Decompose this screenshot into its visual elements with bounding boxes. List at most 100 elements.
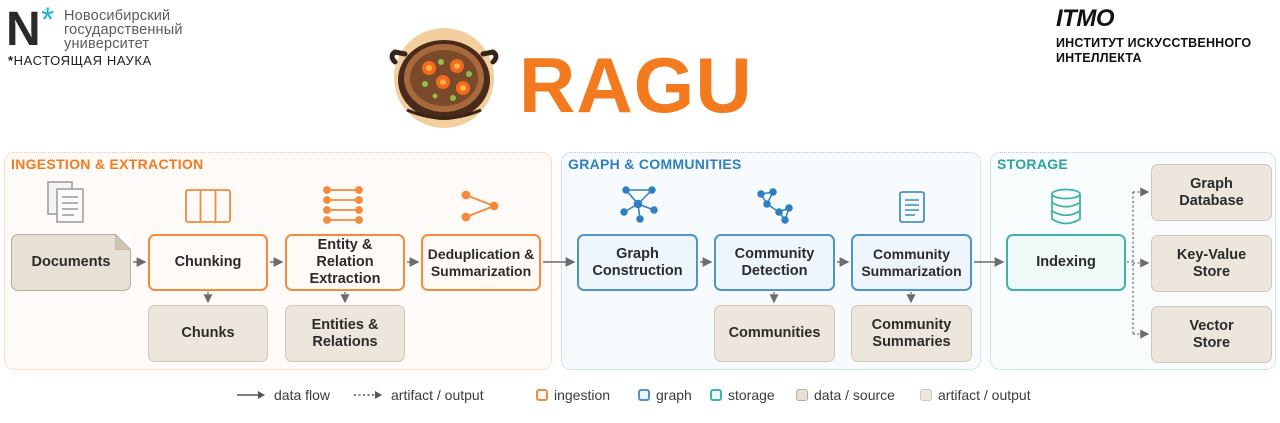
node-label-line: Construction xyxy=(592,262,683,279)
nsu-mark: N * xyxy=(6,1,64,56)
node-label: Community Summaries xyxy=(872,317,952,351)
node-label: Chunks xyxy=(181,325,235,341)
legend-artifact-line: artifact / output xyxy=(353,384,484,406)
nsu-name-line: государственный xyxy=(64,22,183,38)
nsu-name-line: университет xyxy=(64,36,150,52)
node-label-line: Entities & xyxy=(311,316,379,333)
itmo-subtitle: ИНСТИТУТ ИСКУССТВЕННОГО ИНТЕЛЛЕКТА xyxy=(1056,36,1276,66)
legend-label: graph xyxy=(656,387,692,403)
node-label: Indexing xyxy=(1036,254,1096,270)
itmo-wordmark: ITMO xyxy=(1056,5,1115,32)
legend-data-flow: data flow xyxy=(236,384,330,406)
solid-arrow-icon xyxy=(237,391,265,399)
legend-label: ingestion xyxy=(554,387,611,403)
node-label-line: Community xyxy=(734,245,815,262)
node-indexing: Indexing xyxy=(1006,234,1126,291)
node-label-line: Detection xyxy=(741,262,808,279)
documents-icon xyxy=(47,181,84,223)
nsu-slogan-star: * xyxy=(8,53,14,68)
node-label: Entity & Relation Extraction xyxy=(310,237,381,288)
node-chunks: Chunks xyxy=(148,305,268,362)
node-community-summarization: Community Summarization xyxy=(851,234,972,291)
graph-swatch-icon xyxy=(638,389,650,401)
node-label: Chunking xyxy=(174,254,242,270)
node-entities-relations: Entities & Relations xyxy=(285,305,405,362)
legend-label: data / source xyxy=(814,387,895,403)
nsu-name-line: Новосибирский xyxy=(64,8,171,24)
legend-graph: graph xyxy=(638,384,692,406)
region-title: GRAPH & COMMUNITIES xyxy=(568,156,742,172)
merge-icon xyxy=(461,190,499,222)
node-documents: Documents xyxy=(11,234,131,291)
network-icon xyxy=(620,186,658,223)
artifact-swatch-icon xyxy=(920,389,932,401)
source-swatch-icon xyxy=(796,389,808,401)
legend-label: artifact / output xyxy=(938,387,1031,403)
node-label-line: Summarization xyxy=(861,262,962,279)
nsu-name: Новосибирский государственный университе… xyxy=(64,8,183,52)
storage-swatch-icon xyxy=(710,389,722,401)
node-entity-relation-extraction: Entity & Relation Extraction xyxy=(285,234,405,291)
dashed-arrow-icon xyxy=(354,391,382,399)
node-label: Community Detection xyxy=(735,246,815,280)
node-label-line: Graph xyxy=(616,245,659,262)
node-label: Community Summarization xyxy=(861,246,961,280)
node-chunking: Chunking xyxy=(148,234,268,291)
node-label: Graph Database xyxy=(1179,176,1243,210)
legend-data-source: data / source xyxy=(796,384,895,406)
node-label: Entities & Relations xyxy=(312,317,379,351)
node-label: Key-Value Store xyxy=(1177,247,1246,281)
node-label: Communities xyxy=(728,325,821,341)
legend-label: storage xyxy=(728,387,775,403)
page-title: RAGU xyxy=(519,41,753,129)
node-label-line: Graph xyxy=(1190,175,1233,192)
node-graph-database: Graph Database xyxy=(1151,164,1272,221)
cluster-icon xyxy=(757,188,793,224)
page-icon xyxy=(899,191,925,223)
itmo-subtitle-line: ИНСТИТУТ ИСКУССТВЕННОГО xyxy=(1056,36,1252,50)
node-communities: Communities xyxy=(714,305,835,362)
node-label: Vector Store xyxy=(1189,318,1233,352)
node-label-line: Relations xyxy=(312,333,378,350)
node-label-line: Database xyxy=(1179,192,1244,209)
itmo-subtitle-line: ИНТЕЛЛЕКТА xyxy=(1056,51,1142,65)
node-label-line: Extraction xyxy=(309,271,381,287)
nsu-star-icon: * xyxy=(41,1,55,39)
node-label-line: Community xyxy=(872,245,950,262)
legend-ingestion: ingestion xyxy=(536,384,610,406)
node-community-detection: Community Detection xyxy=(714,234,835,291)
database-icon xyxy=(1051,188,1081,225)
node-label-line: Store xyxy=(1192,263,1231,280)
node-label-line: Summarization xyxy=(430,262,532,279)
node-label-line: Relation xyxy=(316,254,374,270)
node-label-line: Deduplication & xyxy=(427,245,535,262)
nsu-letter: N xyxy=(6,3,41,56)
nsu-slogan-text: НАСТОЯЩАЯ НАУКА xyxy=(13,53,152,68)
node-label-line: Community xyxy=(871,316,952,333)
node-label-line: Vector xyxy=(1189,317,1234,334)
columns-icon xyxy=(185,189,231,223)
nsu-logo: N * Новосибирский государственный универ… xyxy=(6,1,236,72)
node-vector-store: Vector Store xyxy=(1151,306,1272,363)
node-community-summaries: Community Summaries xyxy=(851,305,972,362)
node-label-line: Key-Value xyxy=(1176,246,1247,263)
node-label-line: Entity & xyxy=(317,237,373,253)
region-title: INGESTION & EXTRACTION xyxy=(11,156,204,172)
node-label-line: Store xyxy=(1192,334,1231,351)
ragu-pot-logo-icon xyxy=(389,28,499,128)
ingestion-swatch-icon xyxy=(536,389,548,401)
node-label-line: Summaries xyxy=(872,333,951,350)
node-graph-construction: Graph Construction xyxy=(577,234,698,291)
folded-corner-icon xyxy=(115,234,131,250)
legend-artifact-output: artifact / output xyxy=(920,384,1031,406)
legend-label: data flow xyxy=(274,387,331,403)
node-label: Deduplication & Summarization xyxy=(428,246,535,280)
node-deduplication-summarization: Deduplication & Summarization xyxy=(421,234,541,291)
node-list-icon xyxy=(323,186,363,224)
region-title: STORAGE xyxy=(997,156,1069,172)
node-key-value-store: Key-Value Store xyxy=(1151,235,1272,292)
legend-storage: storage xyxy=(710,384,775,406)
legend-label: artifact / output xyxy=(391,387,484,403)
itmo-logo: ITMO ИНСТИТУТ ИСКУССТВЕННОГО ИНТЕЛЛЕКТА xyxy=(1056,6,1276,66)
node-label: Graph Construction xyxy=(592,246,682,280)
